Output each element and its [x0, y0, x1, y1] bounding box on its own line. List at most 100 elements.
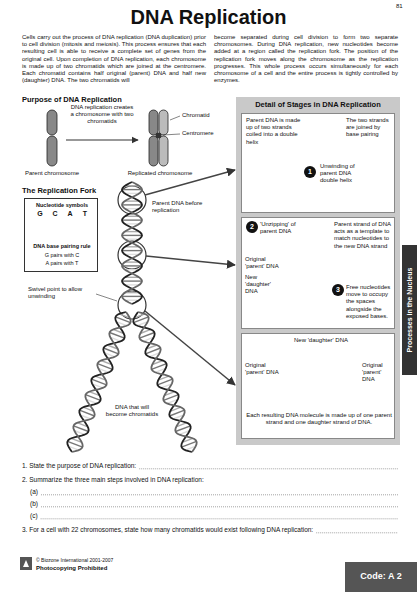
key-box-text-holder: G: [35, 210, 45, 218]
figure-label-holder: DNA replication creates a chromosome wit…: [70, 104, 134, 126]
intro-text-holder: become separated during cell division to…: [214, 34, 398, 84]
answer-part: (b): [30, 500, 38, 508]
code-box-text-holder: Code: A 2: [345, 571, 417, 582]
intro-text: Cells carry out the process of DNA repli…: [22, 34, 206, 84]
figure-label: Parent chromosome: [20, 170, 84, 177]
key-box-text-holder: G pairs with C: [27, 252, 97, 259]
base-pair: [122, 265, 142, 266]
key-box-text-holder: Nucleotide symbols: [27, 202, 97, 209]
stage-box-text: Parent strand of DNA acts as a template …: [334, 221, 394, 250]
section-heading-holder: Purpose of DNA Replication: [22, 95, 122, 104]
zoom-arrow: [146, 256, 235, 265]
key-box-text: C: [50, 210, 60, 218]
base-pair: [122, 204, 142, 205]
answer-part: (a): [30, 488, 38, 496]
stage-box-text-holder: Parent DNA is made up of two strands coi…: [246, 117, 308, 146]
figure-label-holder: Swivel point to allow unwinding: [28, 286, 94, 300]
key-box-text: A: [65, 210, 75, 218]
dna-strand: [67, 312, 126, 452]
figure-label-holder: DNA that will become chromatids: [104, 404, 160, 418]
key-box-text: Nucleotide symbols: [27, 202, 97, 209]
stage-box: Parent DNA is made up of two strands coi…: [241, 113, 395, 213]
part-label: Centromere: [182, 130, 214, 137]
answer-line: [316, 532, 398, 533]
part-label-holder: Centromere: [182, 130, 214, 137]
key-box-text: A pairs with T: [27, 260, 97, 267]
centromere: [156, 133, 162, 139]
figure-label: DNA that will become chromatids: [104, 404, 160, 418]
dna-strand: [72, 312, 131, 452]
code-box-text: Code: A 2: [345, 571, 417, 582]
part-label: Chromatid: [182, 112, 210, 119]
answer-part-holder: (c): [30, 512, 38, 520]
publisher-logo: [23, 560, 29, 567]
key-box-text-holder: C: [50, 210, 60, 218]
figure-label: Parent DNA before replication: [152, 200, 218, 214]
copyright-note-holder: Photocopying Prohibited: [36, 565, 107, 572]
stage-box-text: New 'daughter' DNA: [245, 274, 277, 296]
process-arrow: [66, 139, 138, 140]
dna-strand: [122, 182, 142, 304]
question-text: 1. State the purpose of DNA replication:: [22, 462, 136, 470]
step-number-text: 2: [246, 223, 258, 231]
section-heading: Purpose of DNA Replication: [22, 95, 122, 104]
stage-box-text-holder: Parent strand of DNA acts as a template …: [334, 221, 394, 250]
part-label-holder: Chromatid: [182, 112, 210, 119]
step-number-text-holder: 3: [332, 286, 344, 294]
base-pair: [122, 296, 142, 297]
chromosome-arm: [47, 110, 57, 135]
figure-label-holder: Replicated chromosome: [118, 170, 202, 177]
stage-box-text: Original 'parent' DNA: [245, 362, 281, 376]
question-text: 2. Summarize the three main steps involv…: [22, 476, 204, 484]
stage-box-text: Original 'parent' DNA: [245, 256, 281, 270]
key-box: Nucleotide symbolsGCATDNA base pairing r…: [24, 198, 98, 272]
code-box: Code: A 2: [345, 562, 417, 592]
stage-box-text-holder: Original 'parent' DNA: [245, 256, 281, 270]
figure-label-holder: Parent chromosome: [20, 170, 84, 177]
answer-line: [41, 494, 398, 495]
stage-box-text-holder: 'Unzipping' of parent DNA: [260, 221, 314, 235]
detail-panel-text: Detail of Stages in DNA Replication: [238, 100, 398, 109]
copyright-note: Photocopying Prohibited: [36, 565, 107, 572]
page-title-holder: DNA Replication: [0, 5, 417, 29]
section-tab-text: Processes in the Nucleus: [405, 268, 413, 353]
figure-label: Replicated chromosome: [118, 170, 202, 177]
key-box-text: G: [35, 210, 45, 218]
step-number-text: 3: [332, 286, 344, 294]
page-number: 81: [396, 3, 403, 10]
chromatid: [159, 110, 168, 135]
step-number: 3: [332, 284, 344, 296]
stage-box-text: 'Unzipping' of parent DNA: [260, 221, 314, 235]
stage-box-text-holder: New 'daughter' DNA: [245, 274, 277, 296]
key-box-text-holder: A: [65, 210, 75, 218]
page-title: DNA Replication: [0, 5, 417, 29]
figure-label: DNA replication creates a chromosome wit…: [70, 104, 134, 126]
stage-box-text: Free nucleotides move to occupy the spac…: [346, 284, 394, 320]
step-number-text-holder: 1: [304, 168, 316, 176]
stage-box-text-holder: Unwinding of parent DNA double helix: [320, 163, 362, 185]
stage-box: 'Unzipping' of parent DNA Parent strand o…: [241, 217, 395, 329]
step-number: 1: [304, 166, 316, 178]
publisher-logo: [20, 557, 32, 570]
figure-label: Swivel point to allow unwinding: [28, 286, 94, 300]
step-number-text-holder: 2: [246, 223, 258, 231]
chromatid: [159, 136, 168, 166]
stage-box-text-holder: Each resulting DNA molecule is made up o…: [246, 412, 392, 426]
dna-strand: [122, 182, 142, 304]
step-number: 2: [246, 221, 258, 233]
stage-box-text: Each resulting DNA molecule is made up o…: [246, 412, 392, 426]
stage-box-text: Original 'parent' DNA: [362, 362, 394, 384]
stage-box-text-holder: Original 'parent' DNA: [362, 362, 394, 384]
section-heading: The Replication Fork: [22, 186, 96, 195]
base-pair: [122, 280, 142, 281]
base-pair: [122, 250, 142, 251]
base-pair: [122, 235, 142, 236]
figure-label-holder: Parent DNA before replication: [152, 200, 218, 214]
key-box-text-holder: DNA base pairing rule: [27, 243, 97, 250]
copyright-note-holder: © Biozone International 2001-2007: [36, 557, 113, 563]
stage-box: Original 'parent' DNANew 'daughter' DNAO…: [241, 333, 395, 439]
stage-box-text: Parent DNA is made up of two strands coi…: [246, 117, 308, 146]
leader-line: [163, 134, 180, 135]
leader-line: [96, 294, 117, 301]
key-box-text: G pairs with C: [27, 252, 97, 259]
